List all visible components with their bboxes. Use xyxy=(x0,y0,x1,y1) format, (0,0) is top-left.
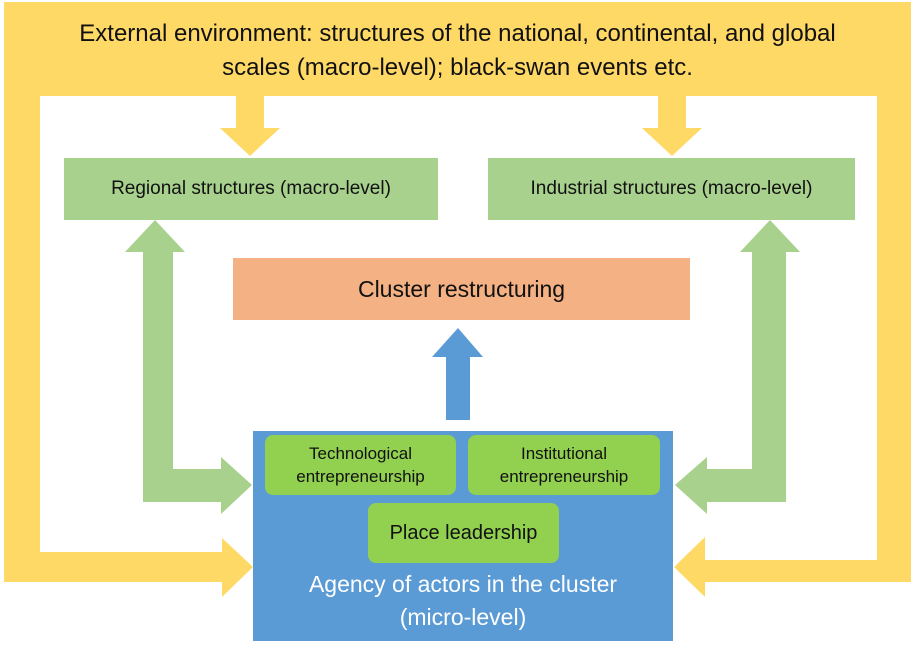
place-leadership-label: Place leadership xyxy=(389,521,538,544)
industrial-structures-box: Industrial structures (macro-level) xyxy=(488,158,855,220)
down-arrow-to-industrial xyxy=(642,94,702,156)
regional-structures-box: Regional structures (macro-level) xyxy=(64,158,438,220)
technological-entrepreneurship-box: Technological entrepreneurship xyxy=(265,435,456,495)
institutional-line1: Institutional xyxy=(521,444,607,463)
technological-line1: Technological xyxy=(308,444,412,463)
external-environment-frame xyxy=(4,2,911,582)
left-green-double-arrow xyxy=(125,220,252,514)
up-arrow-to-restructuring xyxy=(432,328,483,420)
right-yellow-arrow-to-agency xyxy=(674,537,705,597)
institutional-entrepreneurship-box: Institutional entrepreneurship xyxy=(468,435,660,495)
cluster-restructuring-box: Cluster restructuring xyxy=(233,258,690,320)
agency-label-line2: (micro-level) xyxy=(399,604,527,630)
agency-label: Agency of actors in the cluster (micro-l… xyxy=(253,566,673,636)
industrial-structures-label: Industrial structures (macro-level) xyxy=(530,178,813,199)
agency-label-line1: Agency of actors in the cluster xyxy=(308,571,618,597)
place-leadership-box: Place leadership xyxy=(368,503,559,563)
left-yellow-arrow-to-agency xyxy=(222,538,253,597)
technological-line2: entrepreneurship xyxy=(296,467,425,486)
external-environment-line1: External environment: structures of the … xyxy=(79,20,836,47)
external-environment-label: External environment: structures of the … xyxy=(20,12,895,90)
down-arrow-to-regional xyxy=(220,94,280,156)
right-green-double-arrow xyxy=(675,220,800,514)
institutional-line2: entrepreneurship xyxy=(499,467,629,486)
external-environment-line2: scales (macro-level); black-swan events … xyxy=(222,54,693,81)
cluster-restructuring-label: Cluster restructuring xyxy=(357,275,566,302)
regional-structures-label: Regional structures (macro-level) xyxy=(111,178,391,199)
